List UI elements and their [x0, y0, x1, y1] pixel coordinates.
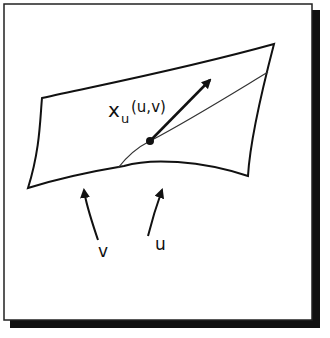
v-axis-label: v: [98, 243, 108, 260]
vector-symbol: x: [108, 100, 120, 120]
u-axis-label: u: [155, 236, 166, 253]
u-direction-arrow: [148, 190, 162, 236]
coordinate-curve: [118, 72, 268, 168]
v-direction-arrow: [84, 190, 98, 240]
surface-patch: [28, 44, 274, 188]
paper-frame: [4, 4, 312, 320]
vector-subscript: u: [121, 112, 129, 125]
vector-arguments: (u,v): [131, 100, 166, 115]
point-dot: [146, 137, 154, 145]
